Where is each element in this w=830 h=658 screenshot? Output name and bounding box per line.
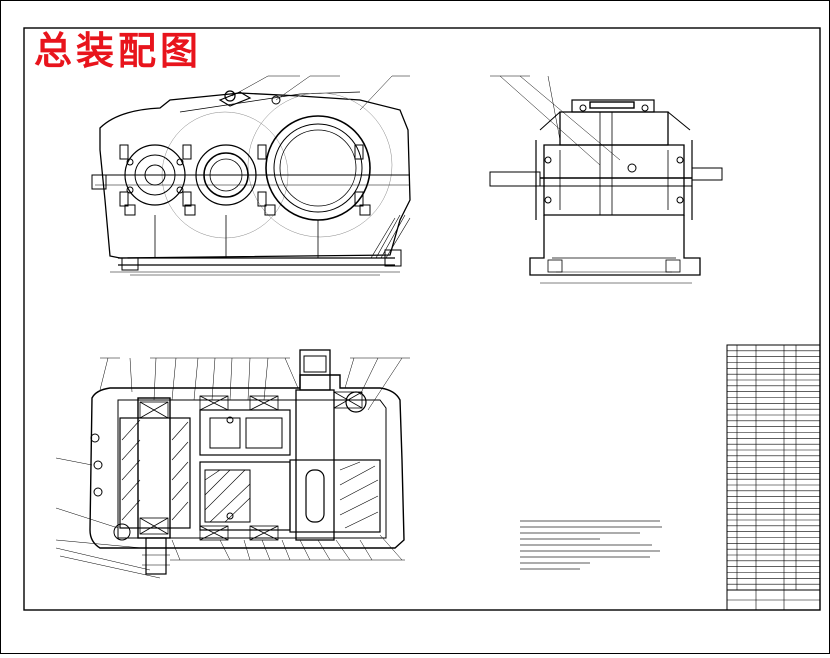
front-view <box>91 75 411 276</box>
parts-list-rows <box>727 350 820 585</box>
technical-notes <box>520 520 662 570</box>
drawing-title: 总装配图 <box>34 28 203 73</box>
inner-frame <box>23 27 821 611</box>
top-section-view <box>55 349 410 579</box>
parts-list <box>726 344 821 611</box>
side-view <box>489 75 723 284</box>
